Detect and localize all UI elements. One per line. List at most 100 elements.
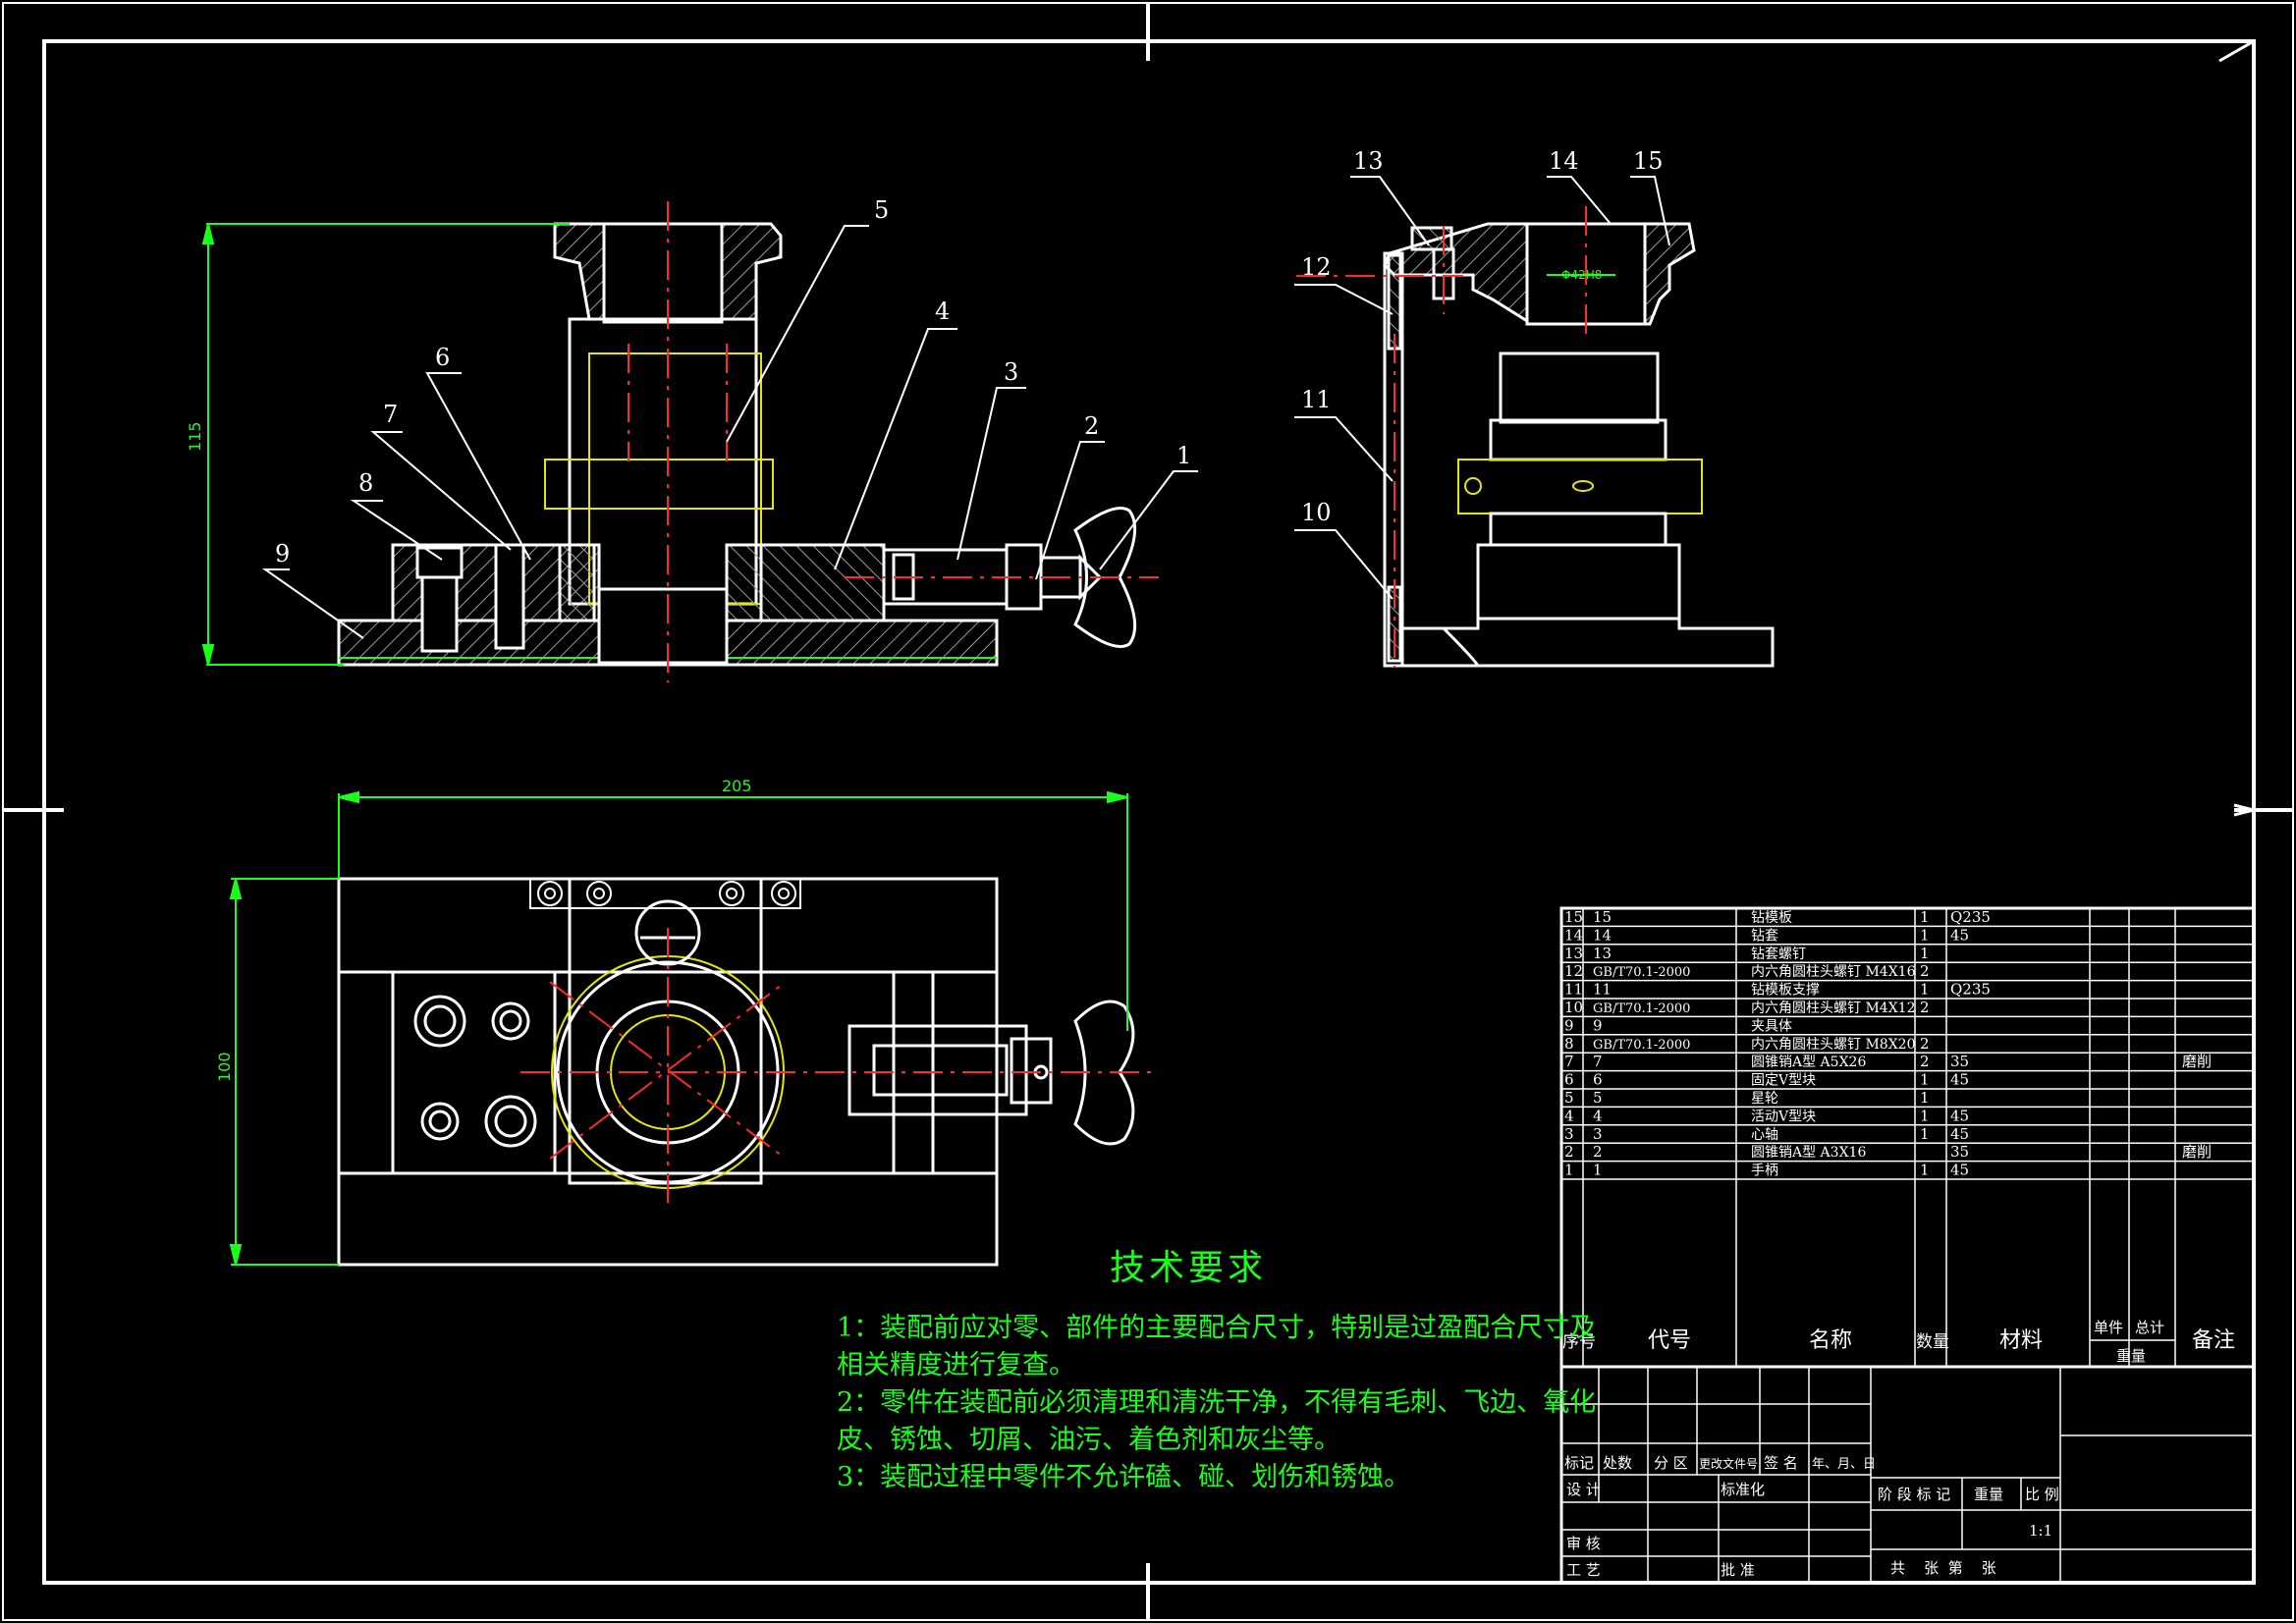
title-block-text: 标记 处数 分 区 更改文件号 签 名 年、月、日 设 计 标准化 阶 段 标 … xyxy=(1564,1454,2059,1579)
bom-cell-remark: 磨削 xyxy=(2182,1143,2212,1161)
bom-cell-qty: 2 xyxy=(1920,1035,1930,1053)
balloon-7: 7 xyxy=(383,401,398,428)
bom-cell-name: 固定V型块 xyxy=(1751,1073,1816,1089)
bom-cell-no: 2 xyxy=(1564,1143,1574,1161)
bom-header-total: 总计 xyxy=(2135,1319,2164,1336)
bom-cell-no: 12 xyxy=(1564,962,1583,980)
tb-stage: 阶 段 标 记 xyxy=(1878,1486,1950,1503)
bom-cell-qty: 1 xyxy=(1920,981,1930,999)
front-dim-height-label: 115 xyxy=(186,421,204,452)
bush-screw xyxy=(1410,226,1453,251)
bom-cell-name: 手柄 xyxy=(1751,1163,1778,1179)
bom-cell-name: 内六角圆柱头螺钉 M8X20 xyxy=(1751,1037,1915,1053)
bom-cell-code: 5 xyxy=(1593,1089,1603,1107)
front-view-balloon-labels: 5 4 3 2 1 6 7 8 9 xyxy=(275,196,1191,568)
bom-cell-material: 35 xyxy=(1950,1053,1969,1070)
front-dim-height xyxy=(201,223,570,666)
bom-cell-material: 45 xyxy=(1950,1162,1969,1179)
tb-approve: 批 准 xyxy=(1721,1561,1755,1579)
tb-process: 工 艺 xyxy=(1566,1561,1601,1579)
balloon-5: 5 xyxy=(874,196,889,224)
bom-cell-qty: 1 xyxy=(1920,926,1930,944)
tech-line-3: 2：零件在装配前必须清理和清洗干净，不得有毛刺、飞边、氧化 xyxy=(837,1387,1597,1418)
bom-cell-no: 10 xyxy=(1564,999,1583,1016)
knob-top xyxy=(634,899,701,966)
bom-cell-no: 11 xyxy=(1564,981,1583,999)
balloon-3: 3 xyxy=(1004,358,1018,386)
bom-cell-material: 35 xyxy=(1950,1143,1969,1161)
bom-cell-qty: 2 xyxy=(1920,999,1930,1016)
balloon-15: 15 xyxy=(1633,147,1664,175)
bom-cell-material: 45 xyxy=(1950,926,1969,944)
bom-cell-qty: 2 xyxy=(1920,1053,1930,1070)
balloon-6: 6 xyxy=(435,344,450,371)
bom-cell-no: 13 xyxy=(1564,945,1583,962)
bom-cell-code: 1 xyxy=(1593,1162,1603,1179)
bom-cell-code: 9 xyxy=(1593,1016,1603,1034)
moving-v-block xyxy=(759,543,886,622)
bom-cell-name: 圆锥销A型 A5X26 xyxy=(1751,1055,1866,1070)
title-block xyxy=(1559,1365,2256,1585)
bom-cell-name: 心轴 xyxy=(1751,1127,1778,1143)
balloon-1: 1 xyxy=(1176,442,1191,469)
bom-cell-code: 6 xyxy=(1593,1071,1603,1089)
side-view-balloon-labels: 13 14 15 12 11 10 xyxy=(1301,147,1664,526)
tech-line-2: 相关精度进行复查。 xyxy=(837,1350,1075,1380)
bom-header-remark: 备注 xyxy=(2192,1328,2235,1353)
bom-cell-material: Q235 xyxy=(1950,908,1991,926)
bom-header-name: 名称 xyxy=(1809,1328,1852,1353)
bom-header: 序号 代号 名称 数量 材料 单件 总计 重量 备注 xyxy=(1562,1319,2235,1365)
bom-cell-code: GB/T70.1-2000 xyxy=(1593,965,1690,980)
bom-cell-code: 13 xyxy=(1593,945,1612,962)
bom-cell-name: 内六角圆柱头螺钉 M4X12 xyxy=(1751,1001,1915,1016)
bom-cell-name: 钻套螺钉 xyxy=(1751,947,1806,962)
front-view xyxy=(337,201,1159,682)
tb-review: 审 核 xyxy=(1566,1535,1601,1552)
bom-cell-material: 45 xyxy=(1950,1125,1969,1143)
tech-line-5: 3：装配过程中零件不允许磕、碰、划伤和锈蚀。 xyxy=(837,1462,1411,1492)
bom-cell-material: 45 xyxy=(1950,1071,1969,1089)
bom-cell-name: 圆锥销A型 A3X16 xyxy=(1751,1145,1866,1161)
bom-cell-name: 内六角圆柱头螺钉 M4X16 xyxy=(1751,964,1916,980)
bom-header-qty: 数量 xyxy=(1916,1332,1949,1352)
bom-cell-code: 7 xyxy=(1593,1053,1603,1070)
bom-cell-code: 11 xyxy=(1593,981,1612,999)
tb-date: 年、月、日 xyxy=(1812,1457,1876,1472)
bom-header-code: 代号 xyxy=(1648,1328,1691,1353)
tb-design: 设 计 xyxy=(1566,1481,1601,1498)
tb-sign: 签 名 xyxy=(1764,1454,1798,1472)
bom-cell-qty: 1 xyxy=(1920,908,1930,926)
bom-cell-code: GB/T70.1-2000 xyxy=(1593,1038,1690,1053)
balloon-2: 2 xyxy=(1084,412,1099,440)
tb-std: 标准化 xyxy=(1721,1481,1765,1498)
bom-table xyxy=(1559,906,2256,1369)
bom-cell-name: 星轮 xyxy=(1751,1091,1778,1107)
bom-cell-qty: 1 xyxy=(1920,1162,1930,1179)
balloon-9: 9 xyxy=(275,540,290,568)
bom-cell-material: Q235 xyxy=(1950,981,1991,999)
bom-cell-name: 钻模板 xyxy=(1751,910,1792,926)
tech-requirements-title: 技术要求 xyxy=(1110,1248,1268,1288)
bolt-8 xyxy=(415,546,464,579)
bom-cell-no: 8 xyxy=(1564,1035,1574,1053)
bom-header-weight: 重量 xyxy=(2116,1347,2146,1365)
bom-cell-no: 15 xyxy=(1564,908,1583,926)
top-view xyxy=(337,877,1159,1267)
bom-cell-qty: 2 xyxy=(1920,962,1930,980)
tech-line-1: 1：装配前应对零、部件的主要配合尺寸，特别是过盈配合尺寸及 xyxy=(837,1313,1597,1343)
handle xyxy=(1073,507,1137,648)
side-view-balloons xyxy=(1294,176,1670,600)
bom-cell-no: 3 xyxy=(1564,1125,1574,1143)
bom-cell-remark: 磨削 xyxy=(2182,1053,2212,1070)
balloon-8: 8 xyxy=(358,469,373,497)
bom-header-material: 材料 xyxy=(1999,1328,2043,1353)
star-wheel xyxy=(544,459,774,510)
bom-cell-code: 15 xyxy=(1593,908,1612,926)
bom-cell-qty: 1 xyxy=(1920,1089,1930,1107)
bom-cell-no: 14 xyxy=(1564,926,1583,944)
bom-cell-qty: 1 xyxy=(1920,1107,1930,1124)
tech-line-4: 皮、锈蚀、切屑、油污、着色剂和灰尘等。 xyxy=(837,1425,1340,1455)
bom-cell-qty: 1 xyxy=(1920,945,1930,962)
